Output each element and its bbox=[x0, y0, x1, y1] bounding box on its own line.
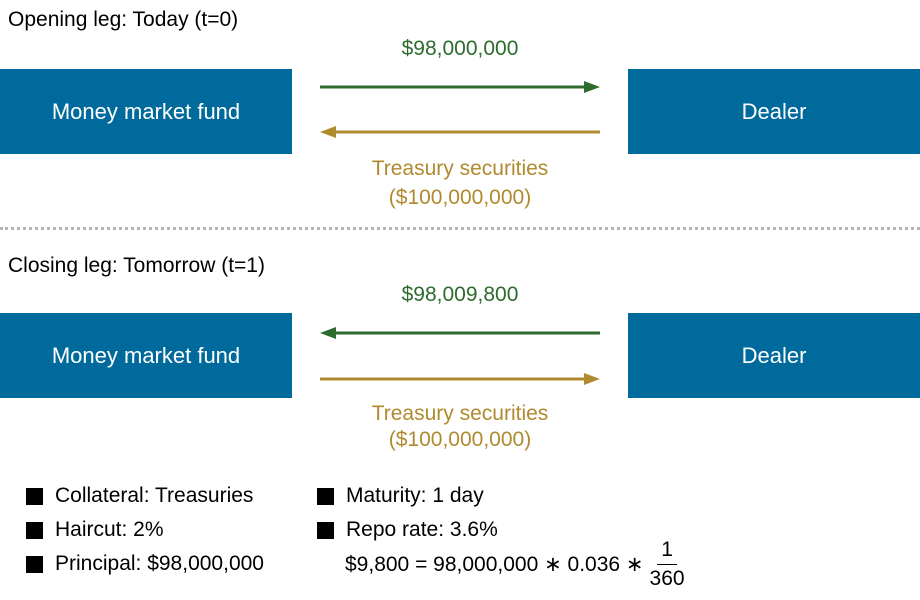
note-principal-text: Principal: $98,000,000 bbox=[55, 552, 264, 575]
closing-securities-value: ($100,000,000) bbox=[388, 428, 532, 451]
opening-dealer-box: Dealer bbox=[628, 69, 920, 154]
note-maturity: Maturity: 1 day bbox=[317, 484, 484, 508]
closing-cash-arrow-head bbox=[320, 327, 336, 339]
opening-securities-label: Treasury securities bbox=[371, 157, 549, 180]
opening-money-market-fund-box: Money market fund bbox=[0, 69, 292, 154]
opening-leg-title: Opening leg: Today (t=0) bbox=[8, 8, 239, 31]
closing-money-market-fund-label: Money market fund bbox=[51, 342, 241, 368]
opening-securities-arrow-head bbox=[320, 126, 336, 138]
note-collateral: Collateral: Treasuries bbox=[26, 484, 253, 508]
closing-securities-label: Treasury securities bbox=[371, 402, 549, 425]
note-repo-rate-text: Repo rate: 3.6% bbox=[346, 518, 498, 541]
closing-cash-amount: $98,009,800 bbox=[401, 283, 519, 306]
formula-expression: $9,800 = 98,000,000 ∗ 0.036 ∗ bbox=[345, 553, 644, 576]
opening-cash-arrow-head bbox=[584, 81, 600, 93]
bullet-square-icon bbox=[26, 555, 43, 573]
note-collateral-text: Collateral: Treasuries bbox=[55, 484, 254, 507]
closing-dealer-box: Dealer bbox=[628, 313, 920, 398]
closing-securities-arrow bbox=[320, 373, 600, 385]
opening-money-market-fund-label: Money market fund bbox=[51, 98, 241, 124]
bullet-square-icon bbox=[26, 487, 43, 505]
formula-fraction: 1 360 bbox=[650, 538, 685, 591]
opening-dealer-label: Dealer bbox=[741, 98, 807, 124]
interest-formula: $9,800 = 98,000,000 ∗ 0.036 ∗ 1 360 bbox=[345, 538, 685, 591]
leg-divider bbox=[0, 227, 920, 230]
opening-cash-amount: $98,000,000 bbox=[401, 37, 519, 60]
closing-money-market-fund-box: Money market fund bbox=[0, 313, 292, 398]
closing-dealer-label: Dealer bbox=[741, 342, 807, 368]
closing-cash-arrow bbox=[320, 327, 600, 339]
opening-cash-arrow bbox=[320, 81, 600, 93]
closing-securities-arrow-head bbox=[584, 373, 600, 385]
note-haircut-text: Haircut: 2% bbox=[55, 518, 164, 541]
note-maturity-text: Maturity: 1 day bbox=[346, 484, 484, 507]
note-haircut: Haircut: 2% bbox=[26, 518, 164, 542]
bullet-square-icon bbox=[317, 521, 334, 539]
formula-numerator: 1 bbox=[657, 538, 677, 565]
closing-leg-title: Closing leg: Tomorrow (t=1) bbox=[8, 254, 265, 277]
note-repo-rate: Repo rate: 3.6% bbox=[317, 518, 498, 542]
formula-denominator: 360 bbox=[649, 567, 685, 590]
opening-securities-arrow bbox=[320, 126, 600, 138]
opening-securities-value: ($100,000,000) bbox=[388, 186, 532, 209]
bullet-square-icon bbox=[26, 521, 43, 539]
bullet-square-icon bbox=[317, 487, 334, 505]
note-principal: Principal: $98,000,000 bbox=[26, 552, 264, 576]
